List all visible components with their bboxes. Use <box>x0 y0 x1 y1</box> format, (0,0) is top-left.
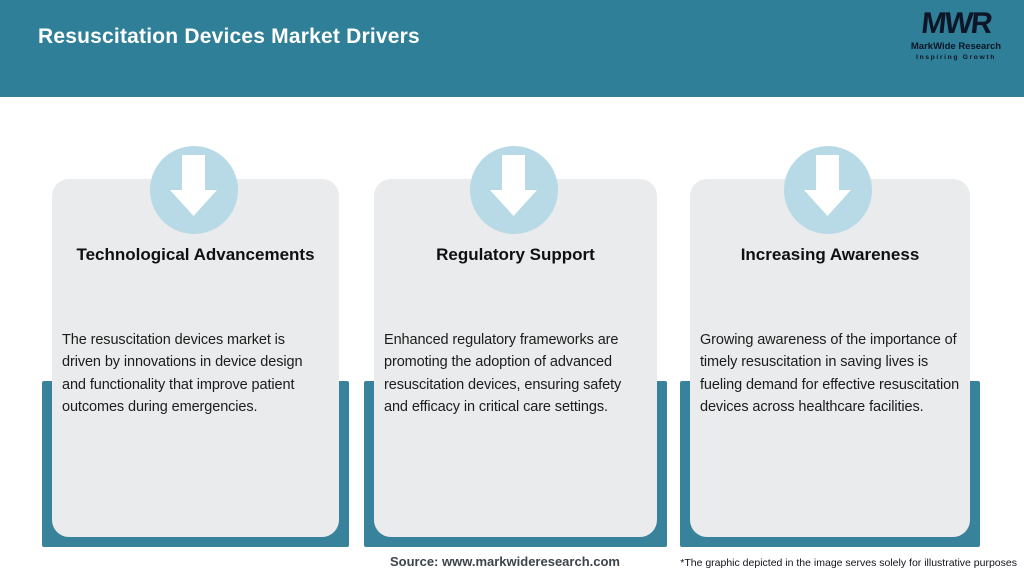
markwide-logo: MWR MarkWide Research Inspiring Growth <box>904 7 1008 62</box>
logo-acronym: MWR <box>919 7 993 40</box>
card-body-line: Growing awareness of the importance of <box>700 332 957 348</box>
logo-tagline: Inspiring Growth <box>916 54 996 61</box>
arrow-down-icon <box>784 146 872 234</box>
card-panel <box>690 179 970 537</box>
card-body-line: and efficacy in critical care settings. <box>384 399 608 416</box>
header-band: Resuscitation Devices Market Drivers MWR… <box>0 0 1024 97</box>
card-panel <box>52 179 339 537</box>
card-title: Increasing Awareness <box>740 245 920 264</box>
card-body-line: promoting the adoption of advanced <box>384 354 612 371</box>
card-body: The resuscitation devices market is driv… <box>62 329 335 419</box>
card-body-line: The resuscitation devices market is <box>62 332 285 348</box>
card-body-line: timely resuscitation in saving lives is <box>700 354 929 371</box>
card-title: Technological Advancements <box>76 245 315 264</box>
source-text: Source: www.markwideresearch.com <box>389 554 620 569</box>
driver-card-technological-advancements: Technological Advancements The resuscita… <box>42 146 349 547</box>
card-body: Enhanced regulatory frameworks are promo… <box>384 329 653 419</box>
card-body-line: and functionality that improve patient <box>62 376 295 393</box>
page-title: Resuscitation Devices Market Drivers <box>38 25 420 48</box>
card-body: Growing awareness of the importance of t… <box>700 329 966 419</box>
card-body-line: outcomes during emergencies. <box>62 399 258 416</box>
card-body-line: fueling demand for effective resuscitati… <box>700 376 960 393</box>
logo-name: MarkWide Research <box>910 41 1002 52</box>
card-body-line: Enhanced regulatory frameworks are <box>384 332 619 348</box>
card-body-line: resuscitation devices, ensuring safety <box>384 376 622 393</box>
card-panel <box>374 179 657 537</box>
disclaimer-text: *The graphic depicted in the image serve… <box>680 557 1017 569</box>
driver-card-regulatory-support: Regulatory Support Enhanced regulatory f… <box>364 146 667 547</box>
card-body-line: driven by innovations in device design <box>62 354 303 371</box>
card-title: Regulatory Support <box>436 245 595 264</box>
driver-card-increasing-awareness: Increasing Awareness Growing awareness o… <box>680 146 980 547</box>
arrow-down-icon <box>149 146 238 234</box>
arrow-down-icon <box>469 146 558 234</box>
card-body-line: devices across healthcare facilities. <box>700 399 924 416</box>
